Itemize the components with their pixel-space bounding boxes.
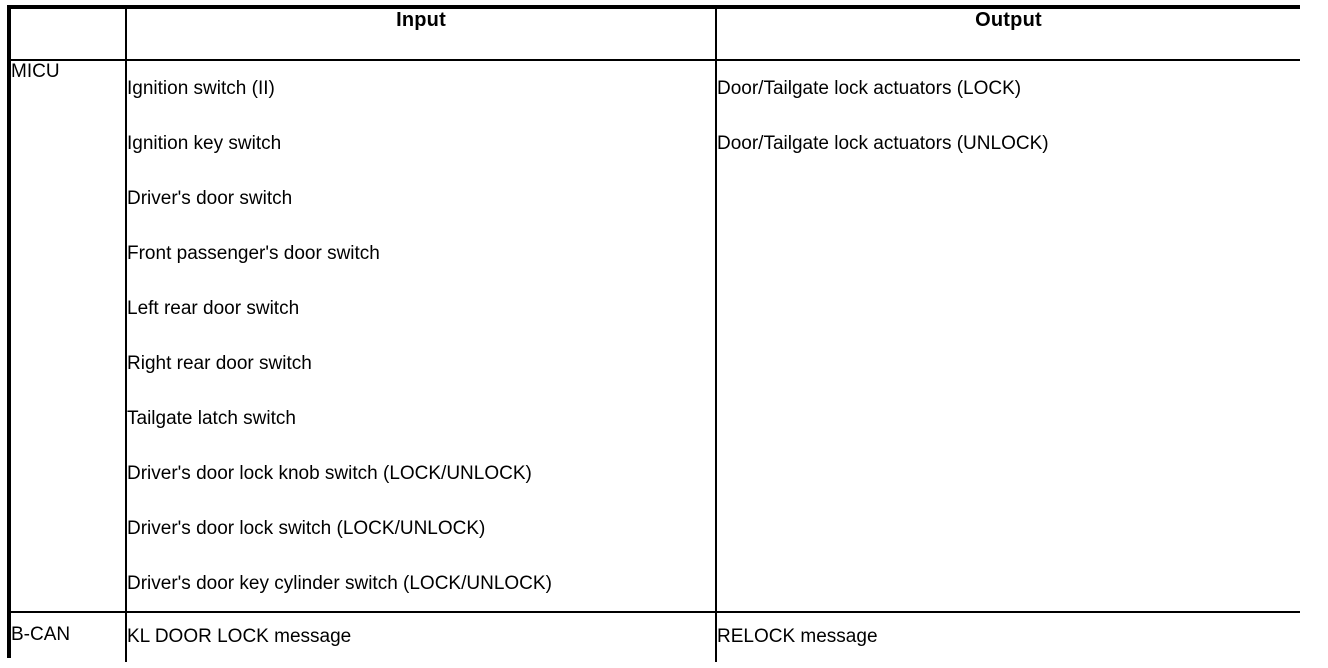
cell-module-micu: MICU — [11, 60, 127, 613]
table-row-micu: MICU Ignition switch (II) Ignition key s… — [11, 60, 1300, 613]
cell-inputs-bcan: KL DOOR LOCK message — [125, 611, 717, 662]
list-item: Door/Tailgate lock actuators (UNLOCK) — [717, 133, 1049, 154]
table-row-bcan: B-CAN KL DOOR LOCK message RELOCK messag… — [11, 611, 1300, 662]
list-item: Driver's door lock knob switch (LOCK/UNL… — [127, 463, 532, 484]
list-item: Tailgate latch switch — [127, 408, 296, 429]
list-item: Left rear door switch — [127, 298, 300, 319]
input-list-micu: Ignition switch (II) Ignition key switch… — [127, 61, 715, 611]
list-item: Driver's door switch — [127, 188, 293, 209]
cell-outputs-bcan: RELOCK message — [715, 611, 1300, 662]
list-item: KL DOOR LOCK message — [127, 626, 352, 647]
output-list-bcan: RELOCK message — [717, 624, 1300, 650]
list-item: Front passenger's door switch — [127, 243, 380, 264]
header-module-blank — [11, 9, 127, 61]
list-item: Ignition key switch — [127, 133, 282, 154]
input-output-table: Input Output MICU Ignition switch (II) I… — [7, 5, 1300, 662]
table-header-row: Input Output — [11, 9, 1300, 61]
list-item: Right rear door switch — [127, 353, 312, 374]
output-list-micu: Door/Tailgate lock actuators (LOCK) Door… — [717, 61, 1300, 171]
header-output: Output — [715, 9, 1300, 61]
cell-module-bcan: B-CAN — [11, 611, 127, 662]
list-item: RELOCK message — [717, 626, 878, 647]
list-item: Driver's door lock switch (LOCK/UNLOCK) — [127, 518, 486, 539]
list-item: Door/Tailgate lock actuators (LOCK) — [717, 78, 1022, 99]
input-list-bcan: KL DOOR LOCK message — [127, 624, 715, 650]
table-grid: Input Output MICU Ignition switch (II) I… — [11, 9, 1300, 662]
list-item: Ignition switch (II) — [127, 78, 275, 99]
cell-outputs-micu: Door/Tailgate lock actuators (LOCK) Door… — [715, 60, 1300, 613]
header-input: Input — [125, 9, 717, 61]
list-item: Driver's door key cylinder switch (LOCK/… — [127, 573, 552, 594]
cell-inputs-micu: Ignition switch (II) Ignition key switch… — [125, 60, 717, 613]
